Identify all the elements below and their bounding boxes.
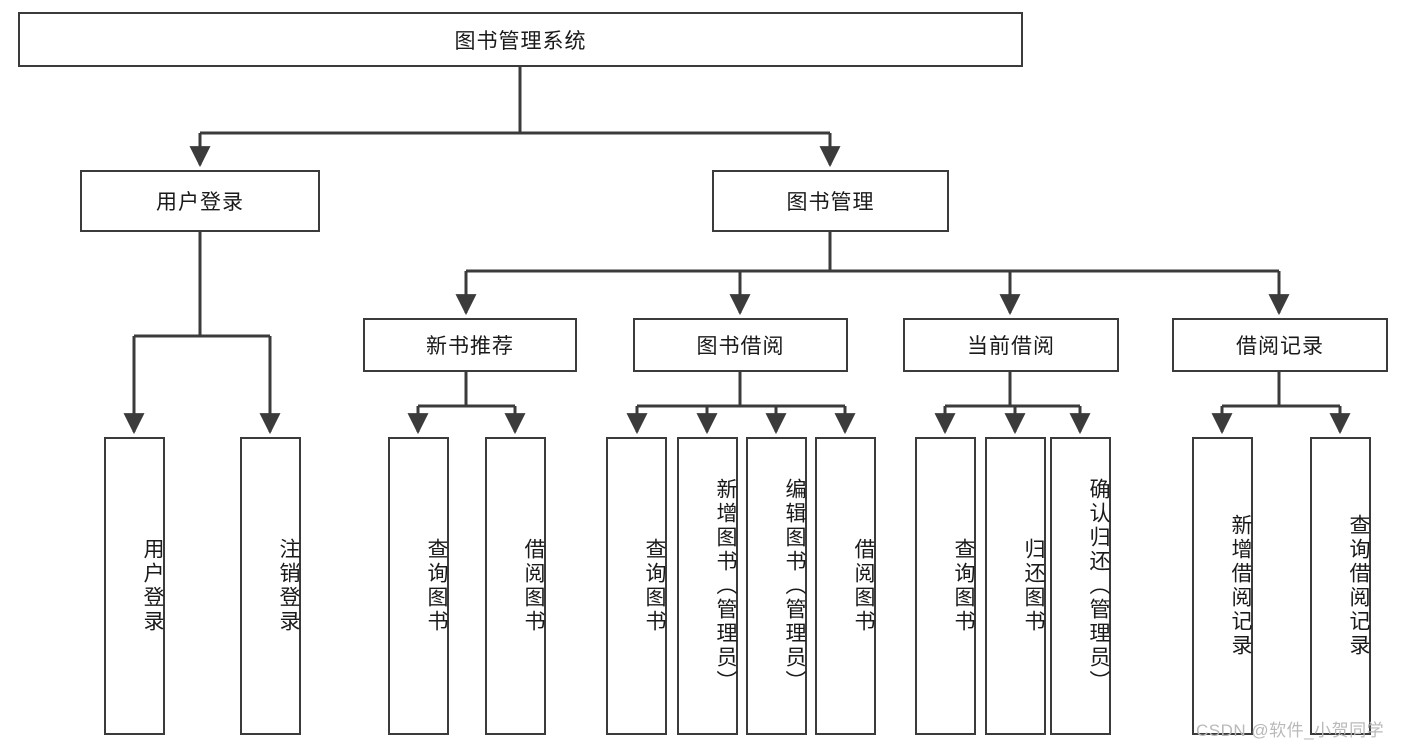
node-book-borrow[interactable]: 图书借阅 [633, 318, 848, 372]
node-label: 图书管理 [786, 191, 875, 214]
node-leaf-logout-login[interactable]: 注销登录 [240, 437, 301, 735]
node-leaf-query-book-2[interactable]: 查询图书 [606, 437, 667, 735]
node-label: 借阅图书 [852, 538, 875, 634]
node-root-book-management-system[interactable]: 图书管理系统 [18, 12, 1023, 67]
node-label: 编辑图书（管理员） [783, 478, 806, 694]
node-leaf-query-borrow-record[interactable]: 查询借阅记录 [1310, 437, 1371, 735]
node-label: 查询图书 [643, 538, 666, 634]
node-leaf-user-login[interactable]: 用户登录 [104, 437, 165, 735]
node-label: 新增图书（管理员） [714, 478, 737, 694]
node-label: 确认归还（管理员） [1087, 478, 1110, 694]
node-label: 查询借阅记录 [1347, 514, 1370, 658]
node-label: 新书推荐 [426, 335, 514, 358]
watermark-text: CSDN @软件_小贺同学 [1196, 721, 1385, 740]
node-leaf-borrow-book-1[interactable]: 借阅图书 [485, 437, 546, 735]
node-leaf-return-book[interactable]: 归还图书 [985, 437, 1046, 735]
node-label: 借阅记录 [1236, 335, 1324, 358]
node-current-borrow[interactable]: 当前借阅 [903, 318, 1119, 372]
node-label: 借阅图书 [522, 538, 545, 634]
node-label: 图书管理系统 [454, 29, 587, 53]
node-label: 用户登录 [141, 538, 164, 634]
node-label: 归还图书 [1022, 538, 1045, 634]
node-label: 注销登录 [277, 538, 300, 634]
node-new-book-recommend[interactable]: 新书推荐 [363, 318, 577, 372]
node-book-management[interactable]: 图书管理 [712, 170, 949, 232]
node-leaf-confirm-return[interactable]: 确认归还（管理员） [1050, 437, 1111, 735]
node-label: 当前借阅 [967, 335, 1055, 358]
node-leaf-borrow-book-2[interactable]: 借阅图书 [815, 437, 876, 735]
node-label: 用户登录 [156, 191, 244, 214]
node-label: 查询图书 [952, 538, 975, 634]
node-leaf-query-book-1[interactable]: 查询图书 [388, 437, 449, 735]
node-leaf-add-book[interactable]: 新增图书（管理员） [677, 437, 738, 735]
node-user-login[interactable]: 用户登录 [80, 170, 320, 232]
node-label: 图书借阅 [696, 335, 785, 358]
node-label: 新增借阅记录 [1229, 514, 1252, 658]
node-leaf-query-book-3[interactable]: 查询图书 [915, 437, 976, 735]
node-label: 查询图书 [425, 538, 448, 634]
node-leaf-edit-book[interactable]: 编辑图书（管理员） [746, 437, 807, 735]
node-borrow-record[interactable]: 借阅记录 [1172, 318, 1388, 372]
node-leaf-add-borrow-record[interactable]: 新增借阅记录 [1192, 437, 1253, 735]
